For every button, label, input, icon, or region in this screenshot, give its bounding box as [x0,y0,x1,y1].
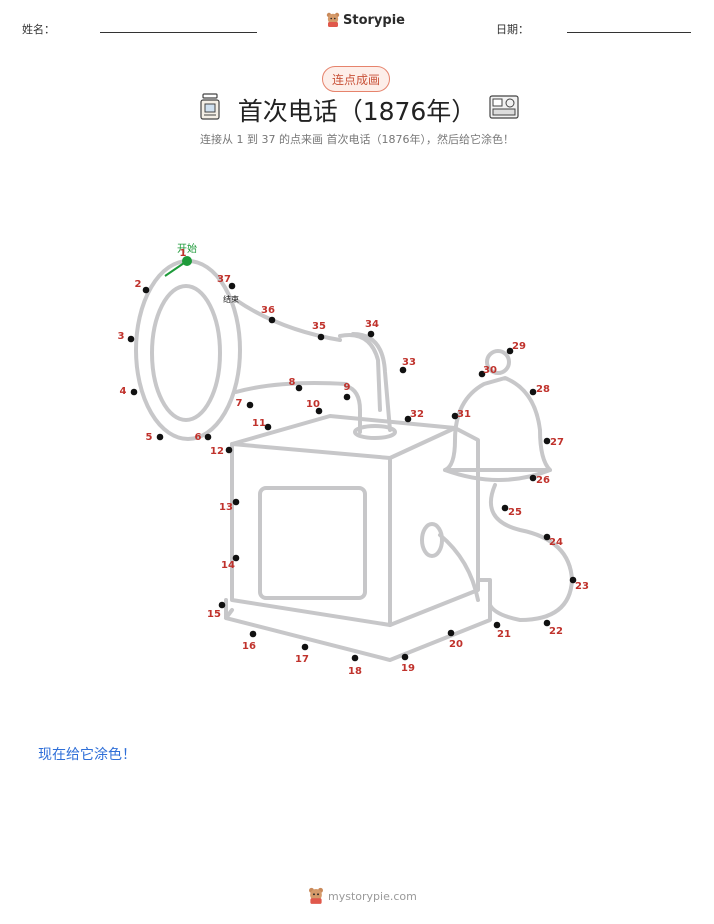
brand-bear-icon [326,12,340,27]
activity-badge: 连点成画 [322,66,390,92]
dot-24 [543,533,551,541]
dot-5 [156,433,164,441]
dot-label-32: 32 [410,409,424,420]
dot-30 [478,370,486,378]
dot-16 [249,630,257,638]
dot-10 [315,407,323,415]
dot-label-25: 25 [508,507,522,518]
dot-37 [228,282,236,290]
dot-label-11: 11 [252,418,266,429]
dot-label-8: 8 [289,377,296,388]
dot-label-16: 16 [242,641,256,652]
dot-label-34: 34 [365,319,379,330]
dot-label-7: 7 [236,398,243,409]
dot-25 [501,504,509,512]
dot-21 [493,621,501,629]
telephone-set-icon-right [489,95,519,119]
dot-label-29: 29 [512,341,526,352]
dot-label-36: 36 [261,305,275,316]
dot-label-6: 6 [195,432,202,443]
dot-label-20: 20 [449,639,463,650]
dot-35 [317,333,325,341]
dot-label-9: 9 [344,382,351,393]
dot-label-14: 14 [221,560,235,571]
telephone-outline [134,259,574,662]
footer-bear-icon [309,887,323,904]
color-it-prompt: 现在给它涂色！ [38,747,136,763]
dot-12 [225,446,233,454]
dot-18 [351,654,359,662]
dot-label-37: 37 [217,274,231,285]
instructions: 连接从 1 到 37 的点来画 首次电话（1876年），然后给它涂色！ [200,133,514,146]
end-label: 结束 [223,294,239,304]
dot-label-3: 3 [118,331,125,342]
dot-27 [543,437,551,445]
dot-19 [401,653,409,661]
dot-label-4: 4 [120,386,127,397]
footer: mystorypie.com [308,887,417,905]
dot-label-10: 10 [306,399,320,410]
dot-7 [246,401,254,409]
dot-4 [130,388,138,396]
start-dot [182,256,192,266]
date-label: 日期： [496,23,529,36]
dot-33 [399,366,407,374]
dot-32 [404,415,412,423]
dot-3 [127,335,135,343]
dot-26 [529,474,537,482]
dot-29 [506,347,514,355]
footer-url: mystorypie.com [328,889,417,903]
dot-label-24: 24 [549,537,563,548]
dot-31 [451,412,459,420]
dot-label-33: 33 [402,357,416,368]
dot-15 [218,601,226,609]
dot-label-23: 23 [575,581,589,592]
dot-2 [142,286,150,294]
dot-17 [301,643,309,651]
dot-11 [264,423,272,431]
page-title: 首次电话（1876年） [237,97,477,126]
dot-23 [569,576,577,584]
dot-label-17: 17 [295,654,309,665]
dot-label-18: 18 [348,666,362,677]
dot-6 [204,433,212,441]
dot-label-1: 1 [180,248,187,259]
start-label: 开始 [177,242,197,255]
dot-label-13: 13 [219,502,233,513]
dot-13 [232,498,240,506]
start-marker: 开始 [164,242,197,277]
dot-label-22: 22 [549,626,563,637]
dot-label-5: 5 [146,432,153,443]
dot-34 [367,330,375,338]
dot-label-31: 31 [457,409,471,420]
date-line [567,32,691,33]
dot-label-15: 15 [207,609,221,620]
dot-8 [295,384,303,392]
name-line [100,32,257,33]
dot-28 [529,388,537,396]
dot-20 [447,629,455,637]
dot-label-12: 12 [210,446,224,457]
dot-label-30: 30 [483,365,497,376]
name-label: 姓名： [22,23,55,36]
brand: Storypie [326,12,405,28]
dot-22 [543,619,551,627]
dot-14 [232,554,240,562]
dot-label-19: 19 [401,663,415,674]
dot-label-27: 27 [550,437,564,448]
dot-label-2: 2 [135,279,142,290]
dot-label-35: 35 [312,321,326,332]
dot-label-21: 21 [497,629,511,640]
dot-label-26: 26 [536,475,550,486]
dot-9 [343,393,351,401]
brand-name: Storypie [343,12,405,28]
dot-36 [268,316,276,324]
telephone-icon-left [200,93,220,120]
dot-label-28: 28 [536,384,550,395]
